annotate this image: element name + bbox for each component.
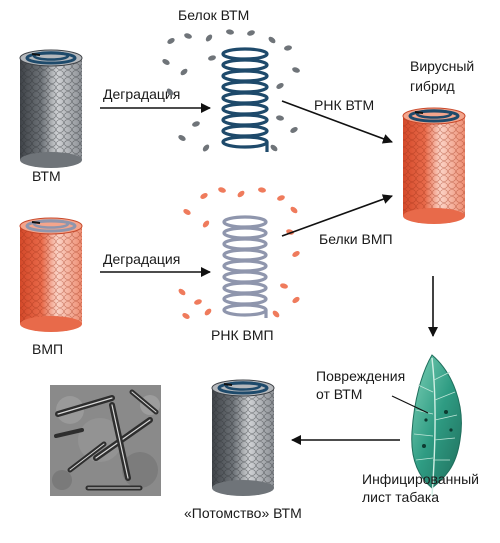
damage-pointer-line — [391, 395, 429, 414]
leaf-label-line2: лист табака — [362, 489, 439, 505]
leaf-label-line1: Инфицированный — [362, 471, 479, 487]
degradation-top-label: Деградация — [103, 86, 180, 102]
hybrid-virus — [402, 107, 466, 224]
hrv-virus — [19, 217, 83, 332]
progeny-label: «Потомство» ВТМ — [184, 505, 302, 521]
tmv-rna-coil — [221, 47, 269, 152]
hrv-protein-subunits — [178, 187, 300, 319]
degradation-bottom-label: Деградация — [103, 251, 180, 267]
hrv-label: ВМП — [32, 341, 63, 357]
hrv-proteins-arrow — [281, 194, 393, 237]
damage-label-line2: от ВТМ — [316, 386, 362, 402]
tmv-protein-subunits — [162, 29, 300, 152]
tobacco-leaf — [411, 354, 462, 497]
progeny-tmv-virus — [211, 379, 275, 496]
hrv-rna-coil — [222, 215, 268, 318]
tmv-protein-label: Белок ВТМ — [178, 7, 249, 23]
tmv-virus — [19, 49, 83, 168]
tmv-rna-arrow — [281, 100, 393, 144]
electron-micrograph — [50, 385, 161, 496]
tmv-label: ВТМ — [32, 168, 61, 184]
hybrid-label-line2: гибрид — [410, 78, 455, 94]
hrv-rna-label: РНК ВМП — [211, 327, 274, 343]
hybrid-label-line1: Вирусный — [410, 58, 474, 74]
damage-label-line1: Повреждения — [316, 368, 405, 384]
hrv-proteins-label: Белки ВМП — [319, 231, 393, 247]
tmv-rna-label: РНК ВТМ — [314, 97, 374, 113]
